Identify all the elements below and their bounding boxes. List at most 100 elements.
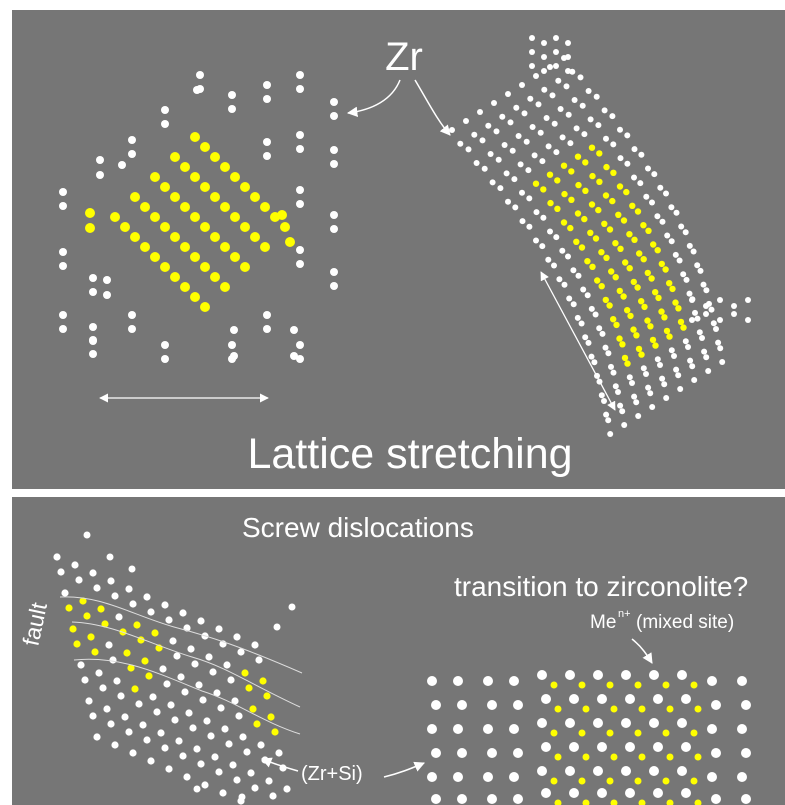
white-atom [621,422,628,428]
white-atom [106,553,114,561]
white-atom [128,136,136,144]
white-atom [59,311,67,319]
white-atom [499,113,506,120]
white-atom [171,716,179,724]
white-atom [612,383,619,390]
yellow-atom [629,202,636,209]
atom-lattice [59,35,751,437]
white-atom [493,128,500,135]
white-atom [625,742,635,752]
white-atom [330,268,338,276]
white-atom [541,694,551,704]
white-atom [263,311,271,319]
white-atom [708,306,715,313]
white-atom [553,35,559,41]
white-atom [681,694,691,704]
white-atom [609,113,616,120]
white-atom [605,350,612,357]
yellow-atom [141,657,149,665]
white-atom [161,601,169,609]
yellow-atom [170,152,180,162]
fault-label: fault [17,600,52,649]
white-atom [537,129,544,136]
white-atom [199,696,207,704]
yellow-atom [603,254,610,261]
white-atom [713,326,719,332]
white-atom [597,694,607,704]
white-atom [587,116,594,123]
white-atom [217,704,225,712]
yellow-atom [285,237,295,247]
white-atom [453,724,463,734]
yellow-atom [644,317,651,324]
yellow-atom [638,351,645,358]
white-atom [745,297,751,303]
white-atom [699,335,705,341]
yellow-atom [150,212,160,222]
yellow-atom [666,705,674,713]
yellow-atom [582,705,590,713]
white-atom [541,54,547,60]
white-atom [703,287,710,294]
white-atom [179,752,187,760]
white-atom [603,135,609,142]
white-atom [288,603,296,611]
white-atom [105,641,113,649]
white-atom [59,188,67,196]
white-atom [565,670,575,680]
white-atom [263,152,271,160]
white-atom [453,772,463,782]
white-atom [737,772,747,782]
screw-dislocations-title: Screw dislocations [242,512,474,543]
white-atom [457,748,467,758]
white-atom [715,339,722,346]
white-atom [621,718,631,728]
white-atom [711,794,721,804]
white-atom [573,125,580,132]
white-atom [238,793,246,801]
yellow-atom [200,262,210,272]
white-atom [89,323,97,331]
white-atom [203,717,211,725]
white-atom [161,120,169,128]
white-atom [682,338,689,345]
white-atom [657,184,664,191]
white-atom [251,641,259,649]
white-atom [507,119,514,126]
yellow-atom [145,672,153,680]
white-atom [653,742,663,752]
white-atom [483,676,493,686]
white-atom [711,748,721,758]
yellow-atom [582,187,589,194]
white-atom [689,363,696,370]
white-atom [296,260,304,268]
yellow-atom [574,153,582,160]
yellow-atom [654,247,661,254]
white-atom [207,732,215,740]
white-atom [89,712,97,720]
me-label: Me [590,612,616,633]
white-atom [491,100,497,106]
white-atom [427,772,437,782]
white-atom [501,142,508,148]
white-atom [570,301,577,308]
white-atom [585,88,592,94]
white-atom [710,320,717,327]
yellow-atom [574,210,582,217]
yellow-atom [79,597,87,605]
white-atom [511,176,518,183]
white-atom [233,633,241,641]
yellow-atom [277,210,287,220]
yellow-atom [220,282,230,292]
white-atom [533,209,540,216]
yellow-atom [672,299,679,306]
yellow-atom [230,172,240,182]
white-atom [741,794,751,804]
yellow-atom [170,192,180,202]
yellow-atom [190,292,200,302]
white-atom [103,276,111,284]
yellow-atom [582,799,590,805]
white-atom [57,568,65,576]
white-atom [113,677,121,685]
white-atom [255,656,263,664]
